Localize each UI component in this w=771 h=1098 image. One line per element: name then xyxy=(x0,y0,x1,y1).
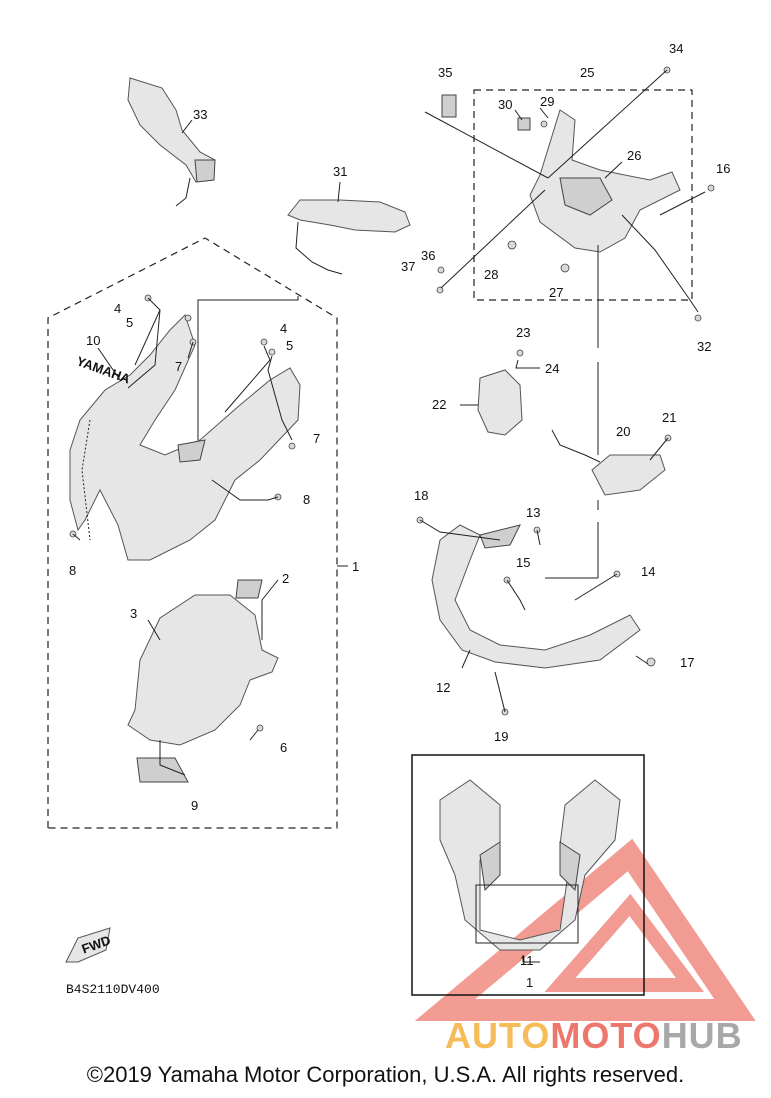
callout-8-left: 8 xyxy=(69,563,76,578)
callout-12: 12 xyxy=(436,680,450,695)
callout-25: 25 xyxy=(580,65,594,80)
brand-decal: YAMAHA xyxy=(75,353,133,386)
cowling-stay xyxy=(529,109,681,253)
callout-24: 24 xyxy=(545,361,559,376)
rear-view-mirror xyxy=(127,77,216,207)
detail-cowl-illustration xyxy=(439,779,621,963)
callout-4-left: 4 xyxy=(114,301,121,316)
callout-19: 19 xyxy=(494,729,508,744)
callout-8-right: 8 xyxy=(303,492,310,507)
callout-18: 18 xyxy=(414,488,428,503)
callout-2: 2 xyxy=(282,571,289,586)
callout-17: 17 xyxy=(680,655,694,670)
watermark-logo xyxy=(414,838,756,1021)
windshield-front-cowl xyxy=(127,579,279,783)
watermark-part-moto: MOTO xyxy=(550,1015,662,1056)
callout-31: 31 xyxy=(333,164,347,179)
callout-7-left: 7 xyxy=(175,359,182,374)
bracket-35 xyxy=(441,94,457,118)
detail-box xyxy=(411,754,645,996)
callout-5-right: 5 xyxy=(286,338,293,353)
callout-36: 36 xyxy=(421,248,435,263)
callout-5-left: 5 xyxy=(126,315,133,330)
callout-28: 28 xyxy=(484,267,498,282)
callout-14: 14 xyxy=(641,564,655,579)
callout-34: 34 xyxy=(669,41,683,56)
leader-lines xyxy=(72,69,706,776)
callout-9: 9 xyxy=(191,798,198,813)
callout-6: 6 xyxy=(280,740,287,755)
diagram-code: B4S2110DV400 xyxy=(66,982,160,997)
watermark-part-auto: AUTO xyxy=(445,1015,551,1056)
callout-15: 15 xyxy=(516,555,530,570)
callout-37: 37 xyxy=(401,259,415,274)
stay-assembly-boundary xyxy=(473,89,693,301)
watermark-part-hub: HUB xyxy=(661,1015,743,1056)
callout-22: 22 xyxy=(432,397,446,412)
callout-21: 21 xyxy=(662,410,676,425)
callout-4-right: 4 xyxy=(280,321,287,336)
callout-29: 29 xyxy=(540,94,554,109)
lower-cowling-stay xyxy=(431,524,641,669)
watermark-text: AUTOMOTOHUB xyxy=(445,1015,743,1057)
fwd-arrow-icon: FWD xyxy=(65,927,113,963)
callout-3: 3 xyxy=(130,606,137,621)
callout-23: 23 xyxy=(516,325,530,340)
copyright-notice: ©2019 Yamaha Motor Corporation, U.S.A. A… xyxy=(86,1062,685,1087)
front-flasher-light xyxy=(287,181,411,275)
headlight-unit xyxy=(477,369,523,436)
callout-13: 13 xyxy=(526,505,540,520)
callout-10: 10 xyxy=(86,333,100,348)
upper-cowling-assembly-boundary xyxy=(47,237,338,829)
callout-35: 35 xyxy=(438,65,452,80)
callout-32: 32 xyxy=(697,339,711,354)
callout-16: 16 xyxy=(716,161,730,176)
callout-27: 27 xyxy=(549,285,563,300)
clip-30 xyxy=(517,117,531,131)
callout-1: 1 xyxy=(352,559,359,574)
callout-11: 11 xyxy=(520,953,534,968)
position-light xyxy=(551,429,666,496)
callout-1-detail: 1 xyxy=(526,975,533,990)
callout-26: 26 xyxy=(627,148,641,163)
callout-7-right: 7 xyxy=(313,431,320,446)
callout-30: 30 xyxy=(498,97,512,112)
callout-33: 33 xyxy=(193,107,207,122)
side-cowling xyxy=(69,314,301,561)
callout-20: 20 xyxy=(616,424,630,439)
